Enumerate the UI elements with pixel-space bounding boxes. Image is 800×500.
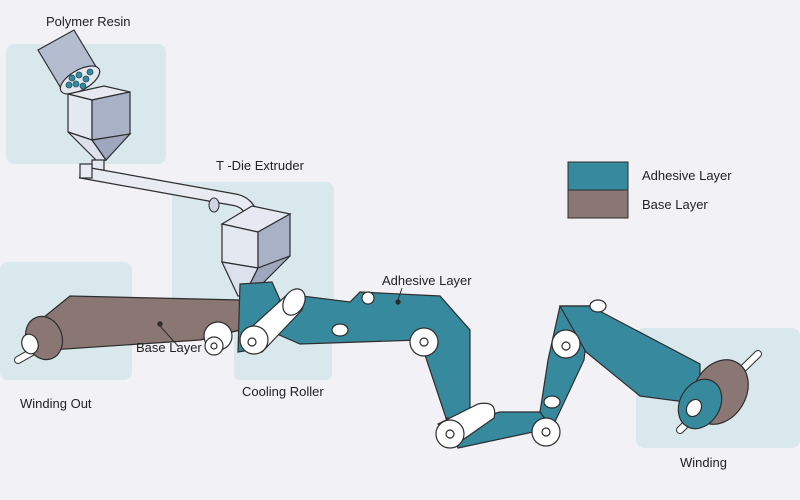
leader-lines: [157, 287, 403, 347]
resin-pellets: [65, 68, 94, 90]
guide-roller-1: [361, 291, 375, 305]
label-base-layer: Base Layer: [136, 340, 202, 355]
guide-roller-3: [409, 327, 439, 357]
guide-roller-5: [531, 395, 561, 447]
guide-roller-4: [435, 402, 496, 449]
legend-label-base: Base Layer: [642, 197, 708, 212]
guide-rollers: [331, 291, 607, 449]
winding-out-roll: [14, 315, 64, 364]
guide-roller-2: [331, 323, 349, 337]
label-cooling-roller: Cooling Roller: [242, 384, 324, 399]
base-idler-roller: [203, 321, 233, 356]
legend-label-adhesive: Adhesive Layer: [642, 168, 732, 183]
cooling-roller: [239, 288, 306, 355]
legend: Adhesive Layer Base Layer: [567, 161, 732, 219]
label-polymer-resin: Polymer Resin: [46, 14, 131, 29]
guide-roller-6: [551, 299, 607, 359]
resin-hopper: [67, 85, 132, 171]
label-adhesive-layer: Adhesive Layer: [382, 273, 472, 288]
label-winding-out: Winding Out: [20, 396, 92, 411]
legend-swatch-adhesive: [567, 161, 629, 191]
legend-swatch-base: [567, 189, 629, 219]
label-winding: Winding: [680, 455, 727, 470]
winding-roll: [676, 350, 762, 434]
label-t-die-extruder: T -Die Extruder: [216, 158, 305, 173]
t-die-extruder: [220, 205, 292, 297]
